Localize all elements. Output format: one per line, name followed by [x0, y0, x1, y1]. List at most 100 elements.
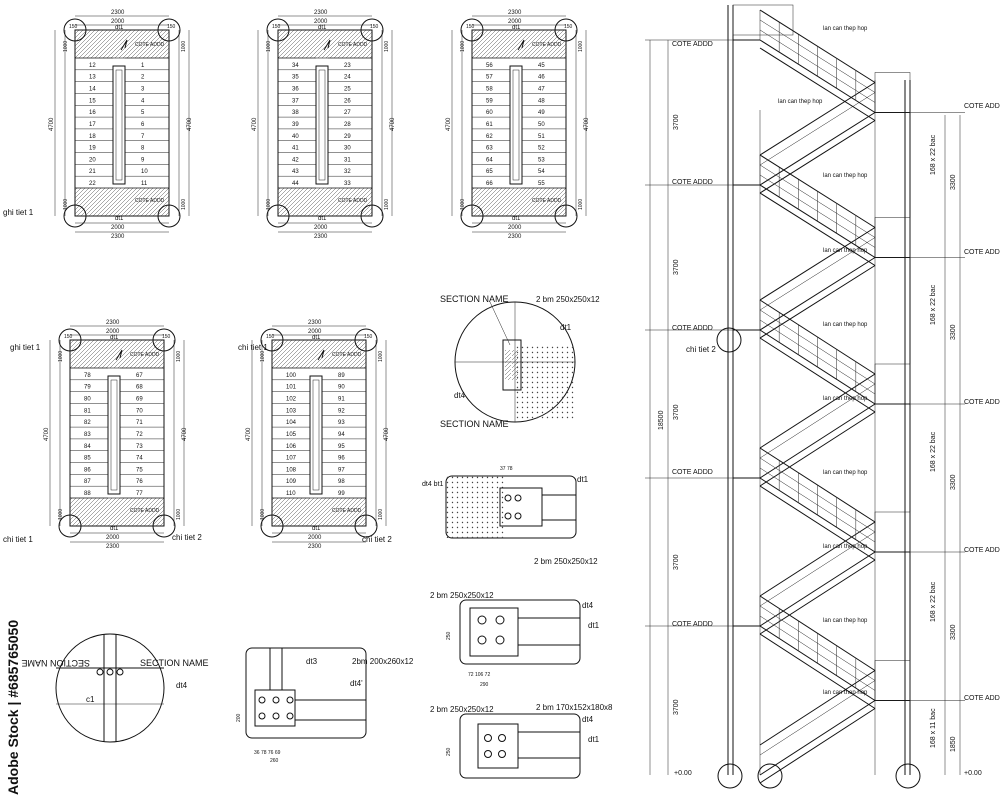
step-number-left: 34 [292, 63, 299, 69]
bolt [504, 494, 512, 502]
stair-well-inner [312, 379, 320, 491]
dim-1000-c: 1000 [181, 41, 187, 52]
flight-b-handrail [759, 227, 876, 301]
flight-b-rail-mid [759, 680, 876, 756]
dim-150-b: 150 [162, 334, 171, 340]
foundation-circle [757, 763, 783, 789]
step-number-right: 51 [538, 134, 545, 140]
step-number-right: 67 [136, 373, 143, 379]
landing-bottom [471, 187, 567, 217]
dim-bottom-inner: 2000 [314, 225, 328, 231]
dim-side-value: 4700 [49, 117, 55, 131]
step-number-right: 97 [338, 467, 345, 473]
step-number-right: 5 [141, 110, 145, 116]
step-number-right: 54 [538, 169, 545, 175]
column-circle [152, 514, 176, 538]
direction-arrow [323, 39, 331, 51]
landing-cote-bottom: COTE ADDD [338, 198, 368, 204]
dim-1000-b: 1000 [266, 199, 272, 210]
step-number-left: 63 [486, 146, 493, 152]
direction-arrow [120, 39, 128, 51]
landing-bottom [271, 497, 367, 527]
dim-bottom-outer: 2300 [111, 234, 125, 240]
bolt [258, 696, 266, 704]
dim-top-outer: 2300 [111, 10, 125, 16]
column-circle [266, 204, 290, 228]
step-number-left: 57 [486, 75, 493, 81]
dim-bottom-outer: 2300 [314, 234, 328, 240]
step-number-right: 70 [136, 408, 143, 414]
dim-row: 36 78 76 69 [254, 750, 281, 756]
stair-well-inner [110, 379, 118, 491]
dim-top-inner: 2000 [111, 19, 125, 25]
mark-dt1-bottom: dt1 [312, 526, 321, 532]
leader-1 [489, 301, 511, 346]
step-number-right: 55 [538, 181, 545, 187]
dim-150-b: 150 [370, 24, 379, 30]
dim-1000-c: 1000 [176, 351, 182, 362]
step-number-left: 88 [84, 491, 91, 497]
base-plate [502, 339, 522, 391]
mark-dt1-bottom: dt1 [318, 216, 327, 222]
step-number-right: 3 [141, 87, 145, 93]
step-number-right: 73 [136, 444, 143, 450]
dim-1000-d: 1000 [384, 199, 390, 210]
step-number-left: 82 [84, 420, 91, 426]
mark-dt1-bottom: dt1 [110, 526, 119, 532]
step-number-right: 93 [338, 420, 345, 426]
direction-arrow [517, 39, 525, 51]
column-circle [63, 204, 87, 228]
step-number-left: 79 [84, 385, 91, 391]
step-number-right: 11 [141, 181, 148, 187]
step-number-left: 36 [292, 87, 299, 93]
column-circle [354, 514, 378, 538]
dim-1000-b: 1000 [63, 199, 69, 210]
dim-150-a: 150 [272, 24, 281, 30]
landing-cote-bottom: COTE ADDD [532, 198, 562, 204]
foundation-circle [717, 763, 743, 789]
landing-top [74, 29, 170, 59]
flight-a-stringer-2 [759, 47, 876, 121]
step-number-right: 45 [538, 63, 545, 69]
dim-1000-a: 1000 [63, 41, 69, 52]
weld-a [505, 350, 511, 380]
dim-top-outer: 2300 [508, 10, 522, 16]
step-number-right: 23 [344, 63, 351, 69]
stair-well [315, 65, 329, 185]
column-circle [260, 514, 284, 538]
step-number-right: 1 [141, 63, 145, 69]
step-number-right: 4 [141, 98, 145, 104]
step-number-right: 50 [538, 122, 545, 128]
flight-b-stringer-2 [759, 559, 876, 635]
dim-1000-d: 1000 [378, 509, 384, 520]
dim-1000-a: 1000 [460, 41, 466, 52]
step-number-right: 95 [338, 444, 345, 450]
step-number-left: 78 [84, 373, 91, 379]
detail-outline [459, 713, 581, 779]
stair-well-inner [318, 69, 326, 181]
stair-well [112, 65, 126, 185]
step-number-right: 96 [338, 456, 345, 462]
column-circle [360, 18, 384, 42]
flight-b-handrail [759, 82, 876, 156]
dim-1000-c: 1000 [378, 351, 384, 362]
detail-box-1: 37 78 [445, 466, 577, 539]
step-number-left: 100 [286, 373, 297, 379]
dim-side-value-r: 4700 [584, 117, 590, 131]
step-number-right: 48 [538, 98, 545, 104]
step-number-left: 16 [89, 110, 96, 116]
step-number-right: 2 [141, 75, 145, 81]
step-number-right: 94 [338, 432, 345, 438]
step-number-left: 39 [292, 122, 299, 128]
step-number-left: 18 [89, 134, 96, 140]
concrete-fill [515, 345, 575, 420]
mark-dt1-top: dt1 [115, 25, 124, 31]
flight-b-stringer [759, 700, 876, 776]
detail-outline [245, 647, 367, 739]
landing-top [69, 339, 165, 369]
step-number-right: 47 [538, 87, 545, 93]
dim-1000-d: 1000 [578, 199, 584, 210]
step-number-right: 28 [344, 122, 351, 128]
